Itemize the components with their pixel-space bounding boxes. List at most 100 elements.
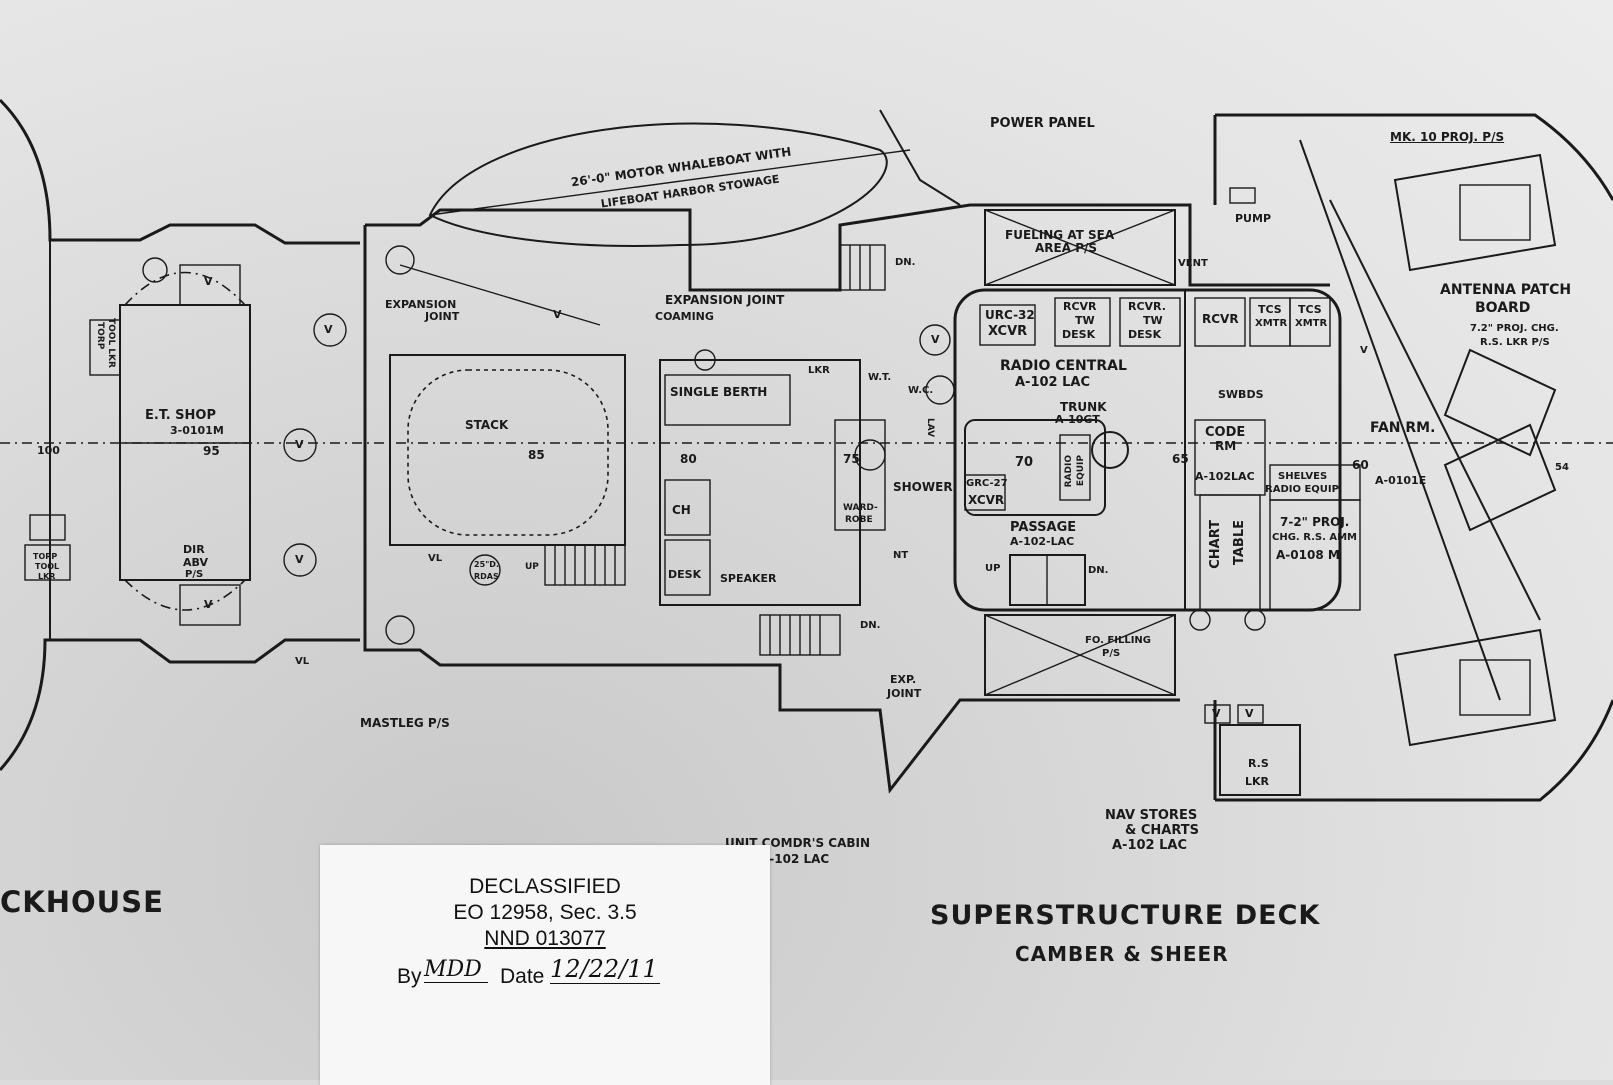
label-proj-72-3: A-0108 M bbox=[1276, 548, 1340, 562]
section-title-superstructure: SUPERSTRUCTURE DECK bbox=[930, 900, 1321, 931]
frame-number: 95 bbox=[203, 444, 220, 458]
label-dn-stairs: DN. bbox=[860, 620, 881, 631]
label-comdr-cabin-2: A-102 LAC bbox=[760, 852, 830, 866]
valve-marker: V bbox=[295, 438, 304, 451]
valve-marker: V bbox=[1212, 707, 1221, 720]
label-code-rm-3: A-102LAC bbox=[1195, 470, 1255, 483]
label-proj-72-2: CHG. R.S. AMM bbox=[1272, 532, 1358, 543]
label-chart-table-2: TABLE bbox=[1232, 520, 1247, 565]
label-power-panel: POWER PANEL bbox=[990, 116, 1095, 131]
label-torp-lower-1: TORP bbox=[33, 552, 58, 561]
label-up-stairs: UP bbox=[525, 562, 539, 572]
label-vent: VENT bbox=[1178, 258, 1208, 269]
label-swbds: SWBDS bbox=[1218, 388, 1264, 401]
label-rs-lkr-2: LKR bbox=[1245, 775, 1270, 788]
frame-number: 100 bbox=[37, 444, 60, 457]
label-rdas-1: 25"D. bbox=[474, 560, 499, 569]
label-wc: W.C. bbox=[908, 385, 934, 396]
stamp-by-value: MDD bbox=[424, 957, 488, 983]
label-passage-2: A-102-LAC bbox=[1010, 535, 1075, 548]
label-rcvr-tw-1: RCVR bbox=[1063, 300, 1097, 313]
label-rdas-2: RDAS bbox=[474, 572, 499, 581]
label-single-berth: SINGLE BERTH bbox=[670, 385, 768, 399]
label-radio-central-1: RADIO CENTRAL bbox=[1000, 358, 1127, 374]
label-grc27-1: GRC-27 bbox=[966, 478, 1008, 489]
valve-marker: V bbox=[295, 553, 304, 566]
label-proj-chg-1: 7.2" PROJ. CHG. bbox=[1470, 323, 1559, 334]
label-fueling-1: FUELING AT SEA bbox=[1005, 228, 1115, 242]
label-shower: SHOWER bbox=[893, 480, 953, 494]
frame-number: 85 bbox=[528, 448, 545, 462]
stamp-date-value: 12/22/11 bbox=[550, 955, 660, 984]
label-passage-1: PASSAGE bbox=[1010, 520, 1077, 535]
stamp-by-label: By bbox=[397, 965, 422, 988]
label-dn-passage: DN. bbox=[1088, 565, 1109, 576]
label-rcvr-tw-b3: DESK bbox=[1128, 328, 1162, 341]
label-nav-stores-3: A-102 LAC bbox=[1112, 838, 1188, 853]
label-expansion-coaming-1: EXPANSION JOINT bbox=[665, 293, 785, 307]
label-exp-joint-1: EXP. bbox=[890, 673, 917, 686]
label-et-shop-1: E.T. SHOP bbox=[145, 408, 216, 423]
label-shelves-2: RADIO EQUIP bbox=[1265, 484, 1339, 495]
label-code-rm-1: CODE bbox=[1205, 425, 1246, 440]
label-desk: DESK bbox=[668, 568, 702, 581]
frame-number: 60 bbox=[1352, 458, 1369, 472]
label-expansion-1: EXPANSION bbox=[385, 298, 457, 311]
declassification-stamp: DECLASSIFIED EO 12958, Sec. 3.5 NND 0130… bbox=[320, 845, 770, 1085]
valve-marker: V bbox=[553, 308, 562, 321]
label-chart-table-1: CHART bbox=[1208, 520, 1223, 569]
label-radio-equip-2: EQUIP bbox=[1076, 455, 1086, 487]
label-proj-chg-2: R.S. LKR P/S bbox=[1480, 337, 1550, 348]
label-fueling-2: AREA P/S bbox=[1035, 241, 1098, 255]
label-mk10: MK. 10 PROJ. P/S bbox=[1390, 130, 1505, 144]
frame-number: 80 bbox=[680, 452, 697, 466]
stamp-title: DECLASSIFIED bbox=[469, 875, 621, 898]
label-rcvr: RCVR bbox=[1202, 312, 1239, 326]
stamp-nnd: NND 013077 bbox=[484, 927, 606, 950]
label-shelves-1: SHELVES bbox=[1278, 471, 1328, 482]
label-rcvr-tw-2: TW bbox=[1075, 314, 1095, 327]
label-torp-lower-3: LKR bbox=[38, 572, 56, 581]
valve-marker: V bbox=[204, 275, 213, 288]
label-rcvr-tw-b1: RCVR. bbox=[1128, 300, 1166, 313]
label-antenna-2: BOARD bbox=[1475, 300, 1531, 316]
label-fo-filling-1: FO. FILLING bbox=[1085, 635, 1151, 646]
label-ward-robe-2: ROBE bbox=[845, 515, 873, 525]
label-speaker: SPEAKER bbox=[720, 572, 777, 585]
label-tcs1-2: XMTR bbox=[1255, 318, 1288, 329]
frame-number: 75 bbox=[843, 452, 860, 466]
label-dir-3: P/S bbox=[185, 569, 204, 580]
label-trunk-2: A-10GT bbox=[1055, 413, 1100, 426]
valve-marker: V bbox=[1360, 345, 1368, 356]
label-nav-stores-2: & CHARTS bbox=[1125, 823, 1200, 838]
label-pump: PUMP bbox=[1235, 212, 1272, 225]
label-fan-rm-2: A-0101E bbox=[1375, 474, 1427, 487]
label-vl-2: VL bbox=[295, 656, 310, 667]
label-dn-top: DN. bbox=[895, 257, 916, 268]
label-radio-central-2: A-102 LAC bbox=[1015, 375, 1091, 390]
label-code-rm-2: RM bbox=[1215, 439, 1237, 453]
valve-marker: V bbox=[931, 333, 940, 346]
frame-number: 65 bbox=[1172, 452, 1189, 466]
frame-number: 54 bbox=[1555, 462, 1569, 473]
label-et-shop-2: 3-0101M bbox=[170, 424, 224, 437]
stamp-authority: EO 12958, Sec. 3.5 bbox=[453, 901, 637, 924]
label-lav: LAV bbox=[925, 418, 935, 438]
label-wt: W.T. bbox=[868, 372, 892, 383]
frame-number: 70 bbox=[1015, 455, 1034, 470]
label-exp-joint-2: JOINT bbox=[887, 687, 922, 700]
stamp-date-label: Date bbox=[500, 965, 545, 988]
label-proj-72-1: 7-2" PROJ. bbox=[1280, 515, 1350, 529]
label-mastleg: MASTLEG P/S bbox=[360, 716, 450, 730]
label-urc32-1: URC-32 bbox=[985, 308, 1035, 322]
label-urc32-2: XCVR bbox=[988, 324, 1028, 339]
label-antenna-1: ANTENNA PATCH bbox=[1440, 282, 1572, 298]
label-torp-lower-2: TOOL bbox=[35, 562, 60, 571]
label-dir-2: ABV bbox=[183, 556, 208, 569]
label-trunk-1: TRUNK bbox=[1060, 400, 1107, 414]
label-nav-stores-1: NAV STORES bbox=[1105, 808, 1198, 823]
label-ch: CH bbox=[672, 503, 691, 517]
